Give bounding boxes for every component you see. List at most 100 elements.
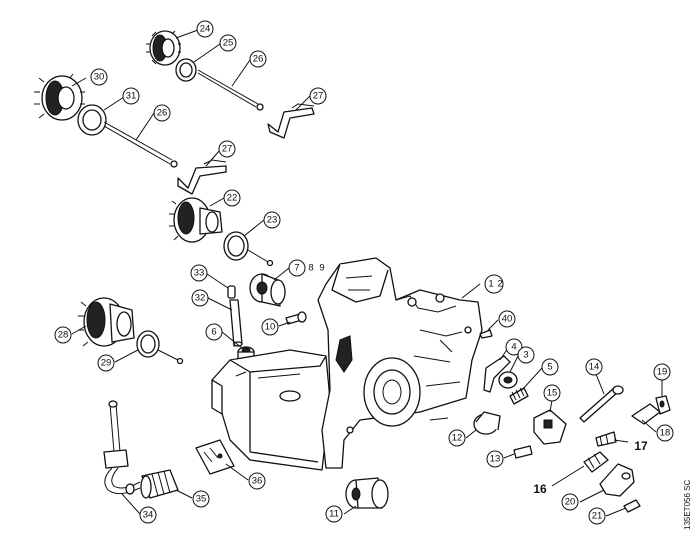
leader-lines (71, 29, 663, 517)
label-16: 16 (533, 482, 547, 496)
part-29-o-ring (136, 330, 184, 365)
part-25-washer (175, 58, 197, 82)
svg-text:26: 26 (253, 54, 264, 65)
callout-26-upper: 26 (249, 50, 267, 68)
label-1: 1 (488, 279, 493, 290)
callout-5: 5 (541, 358, 559, 376)
svg-text:30: 30 (94, 72, 105, 83)
part-11-buffer (345, 477, 389, 509)
svg-text:10: 10 (265, 322, 276, 333)
part-18-bracket (631, 403, 661, 425)
callout-31: 31 (122, 87, 140, 105)
callout-32: 32 (191, 289, 209, 307)
part-20-lever (599, 463, 635, 497)
svg-text:15: 15 (547, 388, 558, 399)
part-40-screw (479, 329, 493, 339)
svg-text:6: 6 (211, 327, 216, 338)
callout-21: 21 (588, 507, 606, 525)
part-10-screw (285, 311, 307, 325)
callout-4: 4 (505, 338, 523, 356)
callout-30: 30 (90, 68, 108, 86)
svg-text:32: 32 (195, 293, 206, 304)
part-4-link (483, 355, 511, 393)
svg-text:28: 28 (58, 330, 69, 341)
bold-labels: 17 16 (533, 439, 648, 496)
part-16-spring-screw (583, 451, 609, 473)
callout-29: 29 (97, 354, 115, 372)
svg-text:12: 12 (452, 433, 463, 444)
svg-text:3: 3 (523, 350, 528, 361)
part-34-hose (103, 400, 141, 495)
part-22-assembly (169, 197, 223, 243)
svg-text:24: 24 (200, 24, 211, 35)
svg-text:13: 13 (490, 454, 501, 465)
svg-text:19: 19 (657, 367, 668, 378)
part-15-body (533, 409, 567, 445)
callout-11: 11 (325, 505, 343, 523)
callout-28: 28 (54, 326, 72, 344)
callout-22: 22 (223, 189, 241, 207)
part-5-screw (509, 387, 529, 405)
callout-19: 19 (653, 363, 671, 381)
part-30-sprocket (34, 73, 85, 121)
callout-12: 12 (448, 429, 466, 447)
label-9: 9 (319, 263, 324, 274)
part-36-plate (195, 439, 235, 475)
callout-35: 35 (192, 490, 210, 508)
drawing-code: 135ET056 SC (683, 480, 692, 530)
svg-text:5: 5 (547, 362, 552, 373)
svg-text:27: 27 (222, 144, 233, 155)
part-35-filter (140, 469, 179, 499)
svg-text:7: 7 (294, 263, 299, 274)
callout-15: 15 (543, 384, 561, 402)
part-24-sprocket (146, 30, 181, 66)
part-31-washer (77, 104, 107, 136)
callout-6: 6 (205, 323, 223, 341)
part-23-o-ring (223, 231, 274, 267)
svg-text:29: 29 (101, 358, 112, 369)
callout-20: 20 (561, 493, 579, 511)
callout-34: 34 (139, 506, 157, 524)
callout-14: 14 (585, 358, 603, 376)
part-6-grommet (237, 346, 255, 361)
label-2: 2 (497, 279, 502, 290)
callout-26-lower: 26 (153, 104, 171, 122)
part-14-bolt (579, 385, 624, 423)
part-27-lower-spring (177, 159, 227, 195)
part-3-bushing (498, 371, 518, 389)
svg-text:26: 26 (157, 108, 168, 119)
part-12-plug (473, 411, 501, 435)
svg-text:31: 31 (126, 91, 137, 102)
part-26-lower-rod (103, 121, 178, 168)
callout-18: 18 (656, 424, 674, 442)
callout-13: 13 (486, 450, 504, 468)
svg-text:23: 23 (267, 215, 278, 226)
part-17-screw (595, 431, 617, 447)
svg-text:36: 36 (252, 476, 263, 487)
callout-27-upper: 27 (309, 87, 327, 105)
callout-7: 7 (288, 259, 306, 277)
svg-text:21: 21 (592, 511, 603, 522)
part-33-pin (227, 285, 236, 299)
part-27-upper-spring (267, 103, 315, 139)
part-26-upper-rod (197, 69, 264, 111)
part-7-buffer (249, 273, 286, 307)
svg-text:4: 4 (511, 342, 516, 353)
svg-text:22: 22 (227, 193, 238, 204)
svg-text:18: 18 (660, 428, 671, 439)
svg-text:14: 14 (589, 362, 600, 373)
svg-text:35: 35 (196, 494, 207, 505)
part-32-sleeve (229, 299, 243, 347)
callout-27-lower: 27 (218, 140, 236, 158)
svg-text:20: 20 (565, 497, 576, 508)
svg-text:34: 34 (143, 510, 154, 521)
crankcase (211, 257, 483, 471)
callout-33: 33 (190, 264, 208, 282)
svg-text:33: 33 (194, 268, 205, 279)
svg-text:27: 27 (313, 91, 324, 102)
callout-40: 40 (498, 310, 516, 328)
callouts: 24 25 26 27 30 31 26 27 22 23 33 7 32 10… (54, 20, 674, 525)
callout-24: 24 (196, 20, 214, 38)
svg-text:11: 11 (329, 509, 339, 520)
